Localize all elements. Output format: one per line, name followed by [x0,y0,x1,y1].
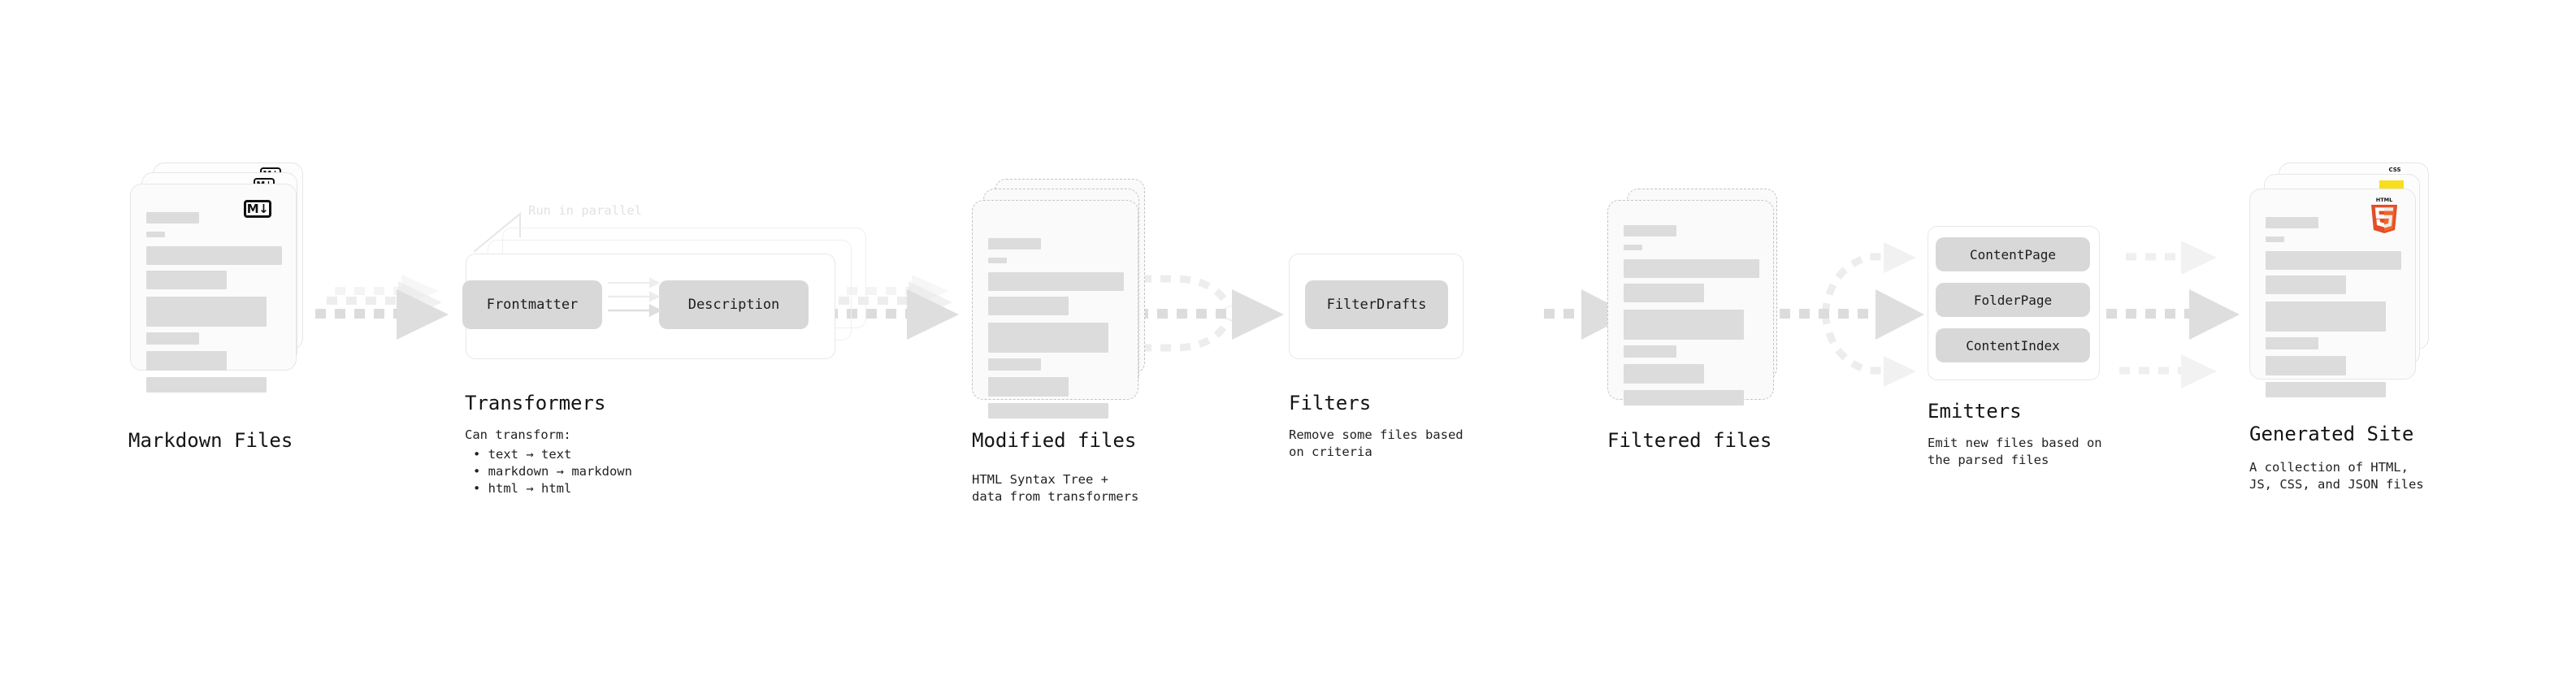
css3-icon-label: CSS [2388,167,2401,173]
transformer-inner-arrows [608,277,662,317]
emitter-chip-contentindex-label: ContentIndex [1966,337,2060,354]
doc-bar [1624,284,1704,302]
markdown-icon: M↓ [244,200,271,218]
list-item: • html → html [473,481,572,496]
stage-title-emitters: Emitters [1928,400,2022,423]
doc-bar [2266,356,2346,375]
run-in-parallel-note: Run in parallel [528,203,642,218]
transformer-chip-description-label: Description [687,297,780,313]
stage-title-filtered-files: Filtered files [1607,429,1772,452]
doc-bar [1624,345,1676,358]
emitter-chip-folderpage[interactable]: FolderPage [1936,283,2090,317]
stage-desc-generated-site: A collection of HTML, JS, CSS, and JSON … [2249,460,2424,492]
doc-bar [146,212,199,223]
doc-bar [2266,275,2346,294]
stage-desc-filters: Remove some files based on criteria [1289,427,1464,459]
stage-desc-emitters: Emit new files based on the parsed files [1928,436,2102,467]
doc-bar [146,232,165,237]
doc-bar [988,272,1124,291]
html5-icon: HTML [2368,196,2400,233]
doc-bar [2266,382,2386,397]
stage-desc-modified-files: HTML Syntax Tree + data from transformer… [972,472,1139,504]
filter-chip-filterdrafts-label: FilterDrafts [1326,297,1427,313]
doc-bar [1624,364,1704,384]
emitter-chip-contentindex[interactable]: ContentIndex [1936,328,2090,362]
doc-bar [988,258,1007,263]
filter-chip-filterdrafts[interactable]: FilterDrafts [1305,280,1448,329]
doc-bar [2266,236,2284,242]
transformers-bullet-list: • text → text • markdown → markdown • ht… [473,446,632,497]
transformer-chip-frontmatter-label: Frontmatter [486,297,579,313]
doc-bar [1624,245,1642,250]
transformer-chip-frontmatter[interactable]: Frontmatter [462,280,602,329]
stage-title-filters: Filters [1289,392,1372,414]
doc-bar [988,297,1069,315]
doc-bar [988,377,1069,397]
markdown-file-card-front [130,184,297,393]
markdown-files-stack: M↓ M↓ M↓ [130,163,341,423]
doc-bar [988,323,1108,353]
transformer-chip-description[interactable]: Description [659,280,809,329]
modified-file-card-front [972,200,1138,419]
stage-desc-transformers: Can transform: [465,427,571,442]
list-item: • markdown → markdown [473,464,632,479]
doc-bar [1624,390,1744,406]
stage-title-generated-site: Generated Site [2249,423,2414,445]
emitter-chip-contentpage-label: ContentPage [1970,246,2056,262]
generated-site-stack: CSS HTML [2249,163,2477,439]
filtered-files-stack [1607,189,1819,457]
stage-title-modified-files: Modified files [972,429,1137,452]
connector-emitters-to-site [2106,241,2240,388]
modified-files-stack [972,179,1183,455]
doc-bar [146,377,267,393]
emitter-chip-contentpage[interactable]: ContentPage [1936,237,2090,271]
doc-bar [146,246,282,265]
doc-bar [146,297,267,327]
svg-text:HTML: HTML [2376,197,2392,203]
doc-bar [1624,310,1744,340]
filtered-file-card-front [1607,200,1774,406]
doc-bar [2266,217,2318,228]
doc-bar [988,358,1041,371]
markdown-icon-label: M↓ [246,201,269,216]
doc-bar [988,238,1041,249]
doc-bar [2266,251,2401,270]
doc-bar [2266,301,2386,332]
doc-bar [2266,337,2318,349]
stage-title-markdown-files: Markdown Files [128,429,293,452]
doc-bar [146,332,199,345]
emitter-chip-folderpage-label: FolderPage [1973,292,2053,308]
doc-bar [146,271,227,289]
stage-title-transformers: Transformers [465,392,606,414]
doc-bar [1624,225,1676,236]
list-item: • text → text [473,447,572,462]
doc-bar [988,403,1108,419]
doc-bar [1624,259,1759,278]
doc-bar [146,351,227,371]
